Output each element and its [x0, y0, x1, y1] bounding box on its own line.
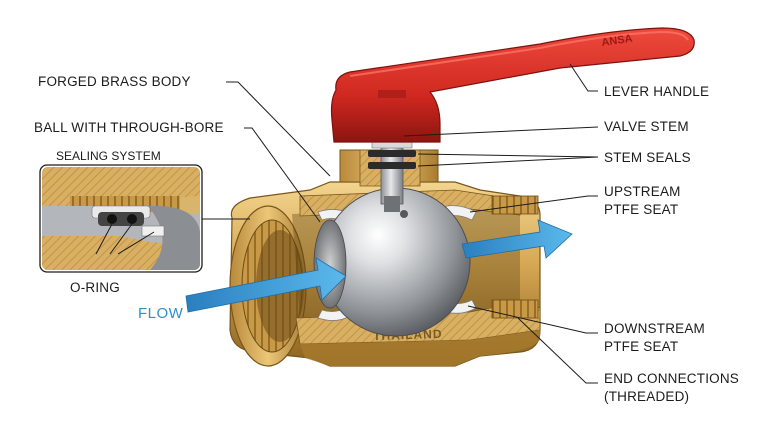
callout-labels: FORGED BRASS BODY BALL WITH THROUGH-BORE… [34, 74, 739, 404]
label-lever-handle: LEVER HANDLE [604, 84, 709, 99]
label-upstream-line2: PTFE SEAT [604, 202, 678, 217]
outflow-arrow-icon [461, 219, 573, 259]
label-ball-through-bore: BALL WITH THROUGH-BORE [34, 120, 224, 135]
sealing-system-label: SEALING SYSTEM [56, 149, 161, 163]
label-forged-brass-body: FORGED BRASS BODY [38, 74, 191, 89]
label-stem-seals: STEM SEALS [604, 150, 691, 165]
label-downstream-line2: PTFE SEAT [604, 339, 678, 354]
label-valve-stem: VALVE STEM [604, 119, 689, 134]
label-end-connections-line1: END CONNECTIONS [604, 371, 739, 386]
handle-emboss-text: ANSA [601, 33, 634, 49]
label-o-ring: O-RING [70, 280, 120, 295]
label-flow: FLOW [138, 305, 184, 322]
flow-arrows [185, 219, 573, 313]
lever-handle: ANSA [330, 27, 695, 143]
label-downstream-line1: DOWNSTREAM [604, 321, 705, 336]
inflow-arrow-icon [185, 257, 347, 313]
label-end-connections-line2: (THREADED) [604, 389, 689, 404]
sealing-system-inset: SEALING SYSTEM [39, 149, 250, 273]
label-upstream-line1: UPSTREAM [604, 184, 681, 199]
leader-lines [95, 63, 599, 384]
